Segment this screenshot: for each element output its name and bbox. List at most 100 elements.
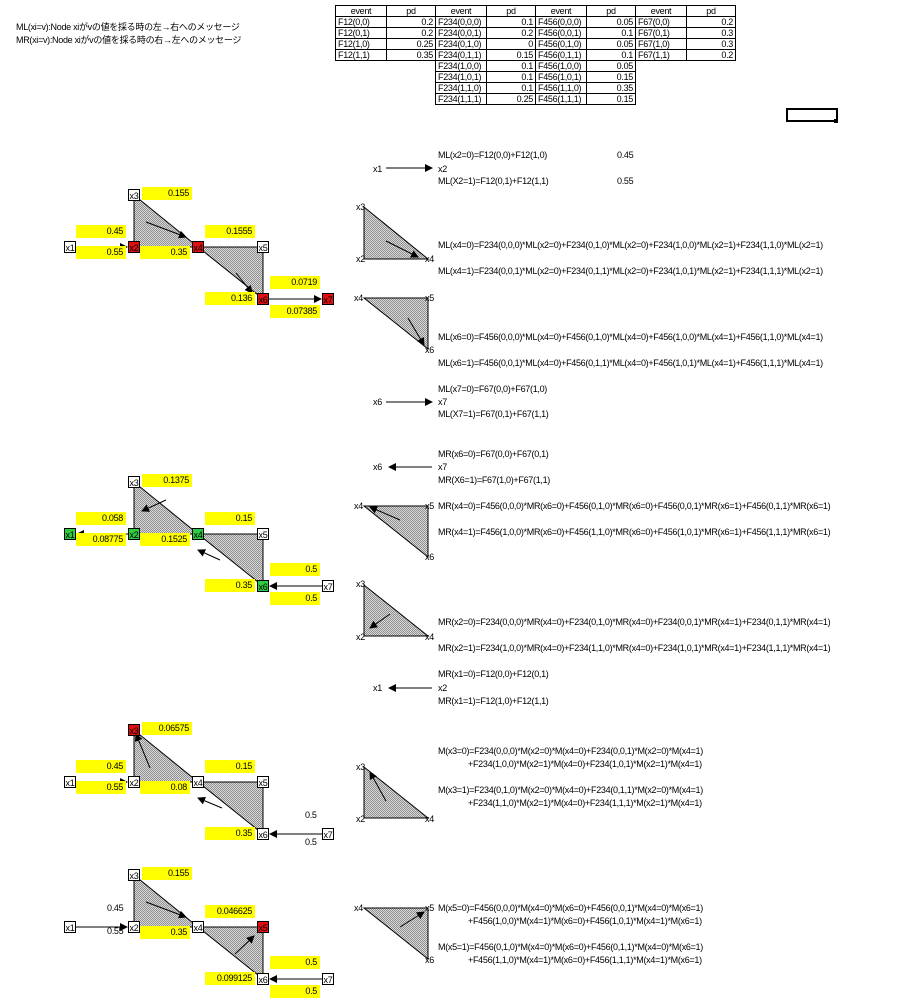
value-x4-x5: 0.15 (205, 512, 255, 525)
value-x3: 0.1375 (142, 474, 192, 487)
eq-ml-x2-1: ML(X2=1)=F12(0,1)+F12(1,1) (438, 176, 549, 186)
eq-mr-x4-0: MR(x4=0)=F456(0,0,0)*MR(x6=0)+F456(0,1,0… (438, 501, 831, 511)
mini-node-x6: x6 (425, 345, 434, 355)
node-x2: x2 (128, 776, 140, 788)
eq-m-x5-1b: +F456(1,1,0)*M(x4=1)*M(x6=0)+F456(1,1,1)… (468, 955, 702, 965)
mini-node-x4: x4 (425, 814, 434, 824)
value-x2-x4: 0.35 (140, 926, 190, 939)
value-x1-x2-top: 0.45 (107, 903, 124, 913)
mini-message-arrow (369, 506, 401, 521)
resize-handle[interactable] (834, 119, 838, 123)
pd-cell: 0.35 (386, 49, 436, 61)
event-cell: F234(1,1,1) (435, 93, 487, 105)
value-x4-x5: 0.1555 (205, 225, 255, 238)
value-x1-x2-bottom: 0.55 (76, 781, 126, 794)
node-x6: x6 (257, 293, 269, 305)
eq-ml-x6-1: ML(x6=1)=F456(0,0,1)*ML(x4=0)+F456(0,1,1… (438, 358, 823, 368)
eq-ml-x7-1: ML(X7=1)=F67(0,1)+F67(1,1) (438, 409, 549, 419)
value-x1-x2-top: 0.058 (76, 512, 126, 525)
node-x5: x5 (257, 528, 269, 540)
mini-node-x3: x3 (356, 579, 365, 589)
node-x1: x1 (64, 528, 76, 540)
value-x6-x7-top: 0.0719 (270, 276, 320, 289)
mini-node-x6: x6 (373, 462, 382, 472)
factor-234-triangle (133, 193, 200, 248)
eq-mr-x2-0: MR(x2=0)=F234(0,0,0)*MR(x4=0)+F234(0,1,0… (438, 617, 831, 627)
message-arrow (197, 549, 221, 561)
mini-triangle-ml-x6 (362, 297, 429, 351)
mini-node-x1: x1 (373, 164, 382, 174)
message-arrow (134, 733, 151, 769)
value-x1-x2-bottom: 0.55 (76, 246, 126, 259)
node-x5: x5 (257, 241, 269, 253)
eq-mr-x6-0: MR(x6=0)=F67(0,0)+F67(0,1) (438, 449, 549, 459)
mini-node-x6: x6 (425, 552, 434, 562)
eq-ml-x4-1: ML(x4=1)=F234(0,0,1)*ML(x2=0)+F234(0,1,1… (438, 266, 823, 276)
eq-ml-x4-0: ML(x4=0)=F234(0,0,0)*ML(x2=0)+F234(0,1,0… (438, 240, 823, 250)
node-x1: x1 (64, 776, 76, 788)
eq-ml-x6-0: ML(x6=0)=F456(0,0,0)*ML(x4=0)+F456(0,1,0… (438, 332, 823, 342)
value-x4-x5: 0.046625 (205, 905, 255, 918)
mini-node-x4: x4 (354, 903, 363, 913)
eq-m-x5-1a: M(x5=1)=F456(0,1,0)*M(x4=0)*M(x6=0)+F456… (438, 942, 703, 952)
eq-ml-x2-1-value: 0.55 (617, 176, 634, 186)
mini-message-arrow (369, 613, 391, 629)
node-x3: x3 (128, 189, 140, 201)
node-x3: x3 (128, 869, 140, 881)
message-arrow (197, 797, 223, 809)
mini-triangle-mr-x2 (363, 583, 430, 637)
factor-234-triangle (133, 480, 200, 535)
node-x2: x2 (128, 528, 140, 540)
mini-triangle-m-x3 (363, 765, 430, 819)
mini-node-x1: x1 (373, 683, 382, 693)
value-x2-x4: 0.08 (140, 781, 190, 794)
mini-node-x7: x7 (438, 462, 447, 472)
factor-456-triangle (196, 533, 264, 588)
event-cell: F67(1,1) (635, 49, 687, 61)
value-x1-x2-top: 0.45 (76, 760, 126, 773)
mini-message-arrow (399, 911, 425, 928)
mini-node-x2: x2 (356, 632, 365, 642)
mini-triangle-mr-x4 (362, 505, 429, 559)
value-x6-x7-top: 0.5 (305, 810, 317, 820)
mini-message-arrow (385, 240, 419, 258)
node-x1: x1 (64, 921, 76, 933)
node-x4: x4 (192, 776, 204, 788)
mini-node-x2: x2 (356, 814, 365, 824)
value-x6-left: 0.099125 (205, 972, 255, 985)
node-x7: x7 (322, 973, 334, 985)
value-x2-x4: 0.35 (140, 246, 190, 259)
eq-ml-x2-0: ML(x2=0)=F12(0,0)+F12(1,0) (438, 150, 548, 160)
mini-node-x2: x2 (438, 683, 447, 693)
legend-mr: MR(xi=v):Node xiがvの値を採る時の右→左へのメッセージ (16, 35, 242, 45)
value-x6-x7-bottom: 0.07385 (270, 305, 320, 318)
value-x1-x2-bottom: 0.08775 (76, 533, 126, 546)
node-x5: x5 (257, 776, 269, 788)
resize-box[interactable] (786, 108, 838, 122)
factor-456-triangle (196, 781, 264, 836)
eq-m-x3-0a: M(x3=0)=F234(0,0,0)*M(x2=0)*M(x4=0)+F234… (438, 746, 703, 756)
eq-mr-x6-1: MR(X6=1)=F67(1,0)+F67(1,1) (438, 475, 550, 485)
node-x6: x6 (257, 828, 269, 840)
node-x7: x7 (322, 828, 334, 840)
mini-node-x3: x3 (356, 762, 365, 772)
eq-mr-x4-1: MR(x4=1)=F456(1,0,0)*MR(x6=0)+F456(1,1,0… (438, 527, 831, 537)
eq-m-x5-0b: +F456(1,0,0)*M(x4=1)*M(x6=0)+F456(1,0,1)… (468, 916, 702, 926)
eq-mr-x1-0: MR(x1=0)=F12(0,0)+F12(0,1) (438, 669, 549, 679)
node-x7: x7 (322, 293, 334, 305)
eq-m-x3-1a: M(x3=1)=F234(0,1,0)*M(x2=0)*M(x4=0)+F234… (438, 785, 703, 795)
value-x4-x5: 0.15 (205, 760, 255, 773)
pd-table: event pd event pd event pd event pd F12(… (335, 5, 736, 105)
node-x4: x4 (192, 528, 204, 540)
node-x6: x6 (257, 580, 269, 592)
mini-node-x4: x4 (354, 293, 363, 303)
mini-node-x4: x4 (425, 254, 434, 264)
node-x3: x3 (128, 724, 140, 736)
mini-node-x6: x6 (425, 955, 434, 965)
node-x2: x2 (128, 241, 140, 253)
mini-message-arrow (407, 317, 425, 346)
